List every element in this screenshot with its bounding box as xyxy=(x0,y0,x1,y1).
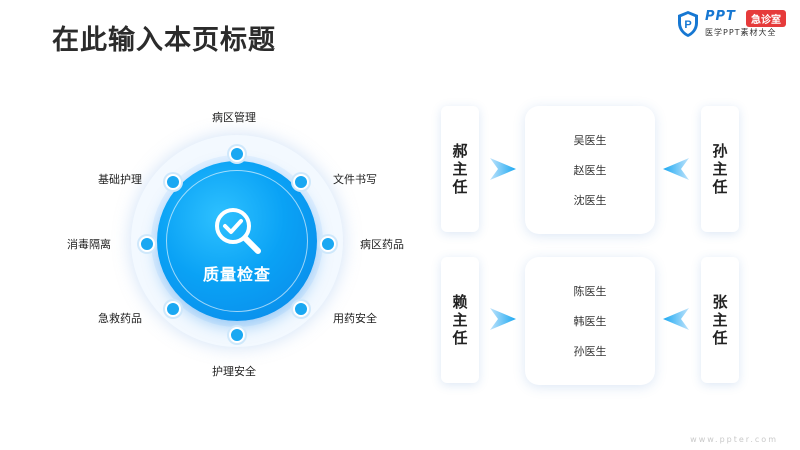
spoke-dot xyxy=(139,236,155,252)
director-char: 任 xyxy=(452,178,468,196)
watermark: www.ppter.com xyxy=(690,435,778,444)
center-circle-outline xyxy=(166,170,308,312)
doctor-name: 赵医生 xyxy=(573,164,607,177)
arrow-right-icon xyxy=(490,158,516,180)
director-char: 郝 xyxy=(452,142,468,160)
spoke-dot xyxy=(293,174,309,190)
spoke-label-medication-safety: 用药安全 xyxy=(333,312,377,325)
spoke-dot xyxy=(293,301,309,317)
director-char: 任 xyxy=(712,329,728,347)
director-char: 任 xyxy=(452,329,468,347)
spoke-dot xyxy=(229,146,245,162)
director-char: 主 xyxy=(712,160,728,178)
director-char: 主 xyxy=(452,160,468,178)
shield-logo-icon: P xyxy=(678,11,698,37)
spoke-label-ward-management: 病区管理 xyxy=(212,111,256,124)
center-label: 质量检查 xyxy=(202,265,271,284)
spoke-label-ward-medicine: 病区药品 xyxy=(360,238,404,251)
logo: P PPT 急诊室 医学PPT素材大全 xyxy=(676,8,794,42)
magnifier-check-icon xyxy=(215,208,261,254)
doctor-name: 陈医生 xyxy=(573,285,607,298)
center-circle: 质量检查 xyxy=(157,161,317,321)
left-director-card: 郝 主 任 xyxy=(441,106,479,232)
right-director-card: 张 主 任 xyxy=(701,257,739,383)
svg-text:P: P xyxy=(684,19,691,31)
spoke-dot xyxy=(320,236,336,252)
arrow-left-icon xyxy=(663,308,689,330)
doctor-list-card: 吴医生 赵医生 沈医生 xyxy=(525,106,655,234)
doctor-name: 沈医生 xyxy=(573,194,607,207)
director-char: 任 xyxy=(712,178,728,196)
logo-badge: 急诊室 xyxy=(746,10,786,27)
director-char: 张 xyxy=(712,293,728,311)
spoke-label-document-writing: 文件书写 xyxy=(333,173,377,186)
page-title: 在此输入本页标题 xyxy=(52,25,276,56)
spoke-dot xyxy=(229,327,245,343)
logo-ppt-text: PPT xyxy=(705,9,736,24)
logo-subtitle: 医学PPT素材大全 xyxy=(705,28,777,37)
arrow-left-icon xyxy=(663,158,689,180)
right-director-card: 孙 主 任 xyxy=(701,106,739,232)
director-char: 主 xyxy=(452,311,468,329)
arrow-right-icon xyxy=(490,308,516,330)
spoke-dot xyxy=(165,301,181,317)
doctor-name: 吴医生 xyxy=(573,134,607,147)
left-director-card: 赖 主 任 xyxy=(441,257,479,383)
director-char: 孙 xyxy=(712,142,728,160)
director-char: 赖 xyxy=(452,293,468,311)
spoke-label-emergency-medicine: 急救药品 xyxy=(98,312,142,325)
doctor-name: 韩医生 xyxy=(573,315,607,328)
spoke-label-nursing-safety: 护理安全 xyxy=(212,365,256,378)
spoke-label-basic-nursing: 基础护理 xyxy=(98,173,142,186)
spoke-dot xyxy=(165,174,181,190)
doctor-name: 孙医生 xyxy=(573,345,607,358)
doctor-list-card: 陈医生 韩医生 孙医生 xyxy=(525,257,655,385)
spoke-label-disinfection: 消毒隔离 xyxy=(67,238,111,251)
director-char: 主 xyxy=(712,311,728,329)
